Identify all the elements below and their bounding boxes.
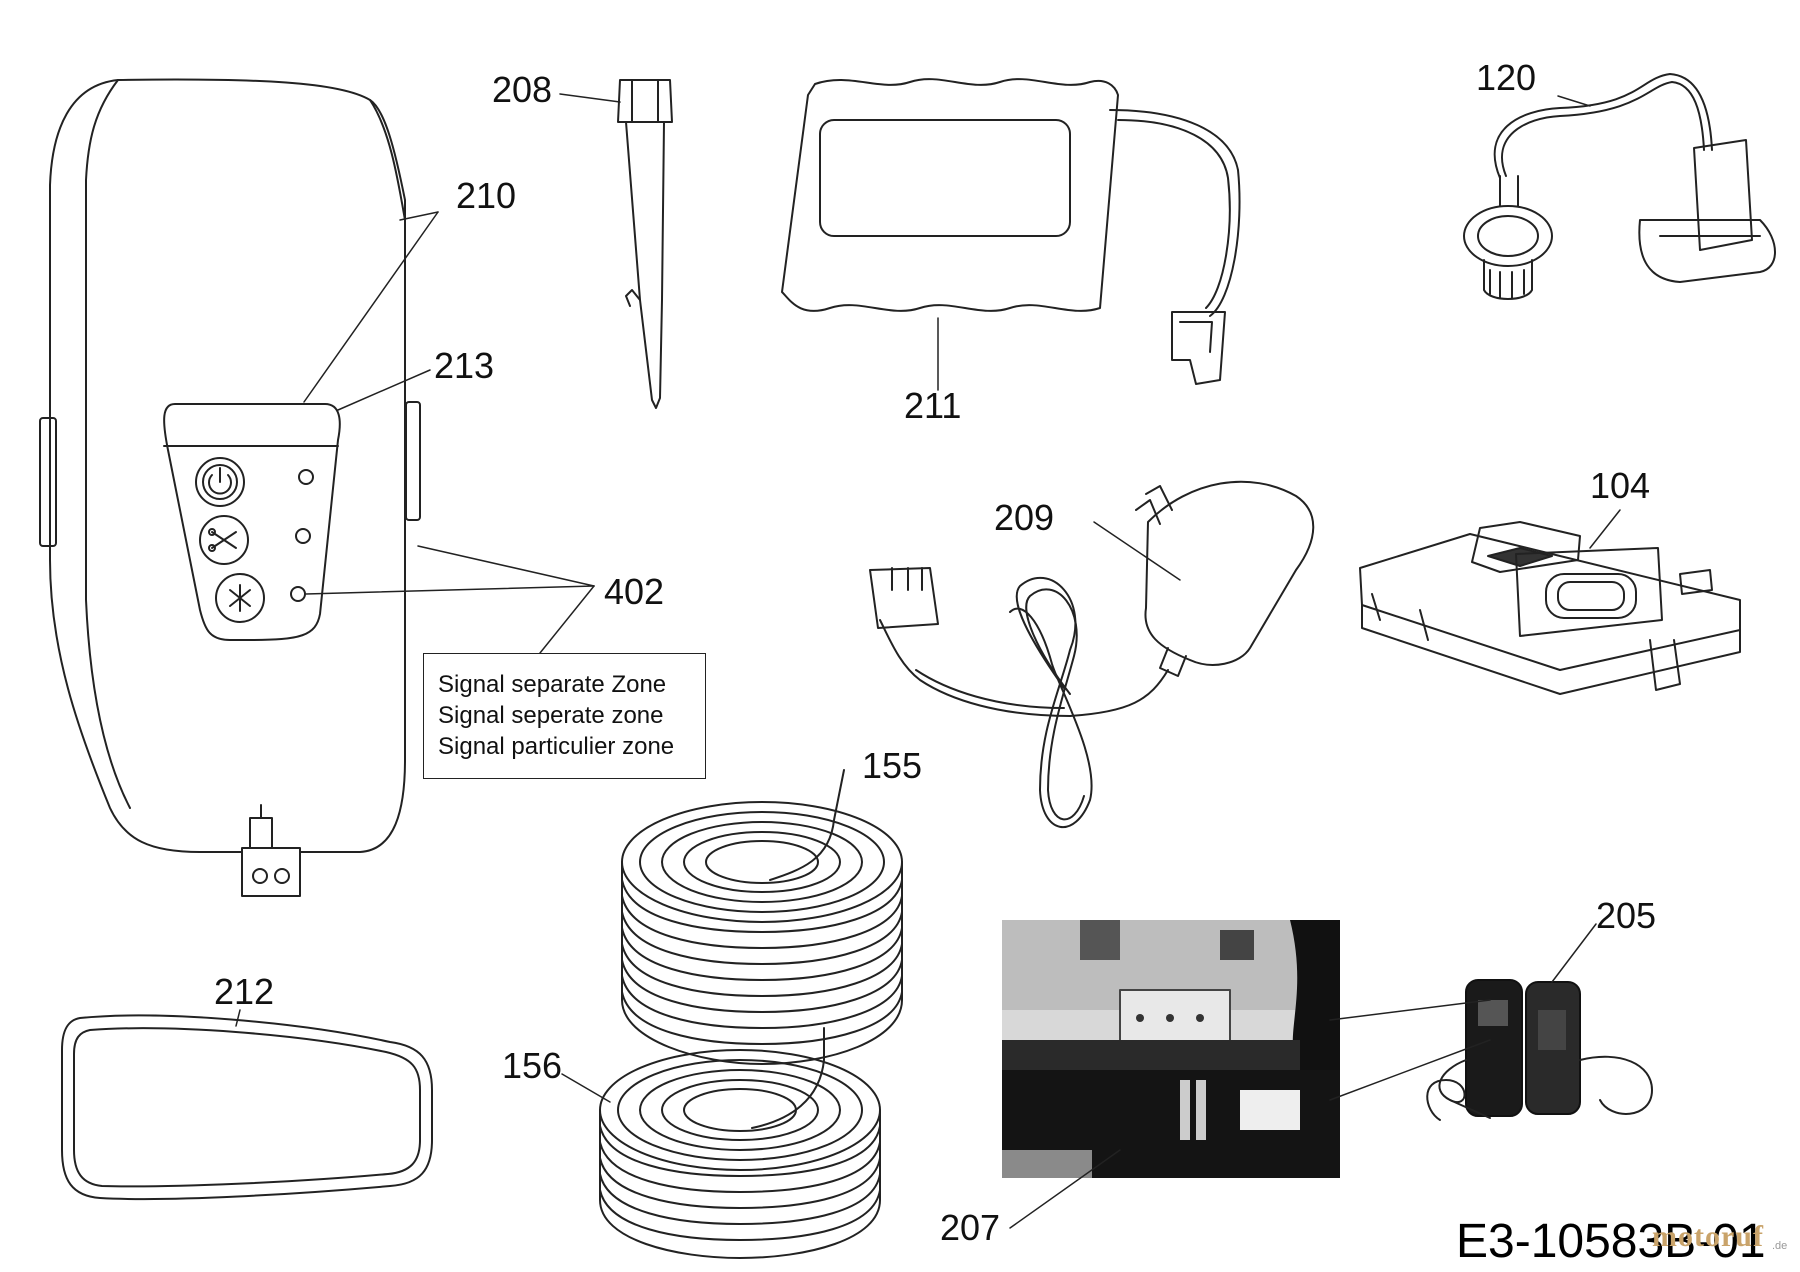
callout-104: 104 <box>1590 465 1651 506</box>
circuit-board <box>1359 521 1741 695</box>
remote-control-housing <box>39 78 421 897</box>
cable-spool-155 <box>621 769 903 1065</box>
pcb-with-leads <box>1426 979 1653 1121</box>
callout-205: 205 <box>1596 895 1657 936</box>
callout-402: 402 <box>604 571 665 612</box>
callout-213: 213 <box>434 345 495 386</box>
callout-209: 209 <box>994 497 1055 538</box>
callout-211: 211 <box>904 385 962 426</box>
callout-155: 155 <box>862 745 923 786</box>
callout-210: 210 <box>456 175 517 216</box>
callout-156: 156 <box>502 1045 563 1086</box>
signal-note-box: Signal separate Zone Signal seperate zon… <box>423 653 706 779</box>
callout-212: 212 <box>214 971 275 1012</box>
signal-note-line-2: Signal seperate zone <box>438 702 664 729</box>
callout-120: 120 <box>1476 57 1537 98</box>
wiring-harness <box>1463 73 1776 300</box>
ground-peg <box>617 79 673 409</box>
signal-note-line-3: Signal particulier zone <box>438 733 675 760</box>
battery-pack <box>781 78 1241 385</box>
watermark-tld: .de <box>1772 1240 1788 1252</box>
watermark-logo: motoruf <box>1652 1220 1764 1253</box>
callout-207: 207 <box>940 1207 1001 1248</box>
power-adapter <box>869 480 1315 828</box>
document-number: E3-10583B-01 <box>1456 1215 1766 1268</box>
cable-spool-156 <box>599 1027 881 1259</box>
leader-lines <box>235 93 1621 1229</box>
seal-gasket <box>61 1014 433 1201</box>
installation-photo <box>1002 920 1340 1178</box>
callout-208: 208 <box>492 69 553 110</box>
signal-note-line-1: Signal separate Zone <box>438 671 667 698</box>
